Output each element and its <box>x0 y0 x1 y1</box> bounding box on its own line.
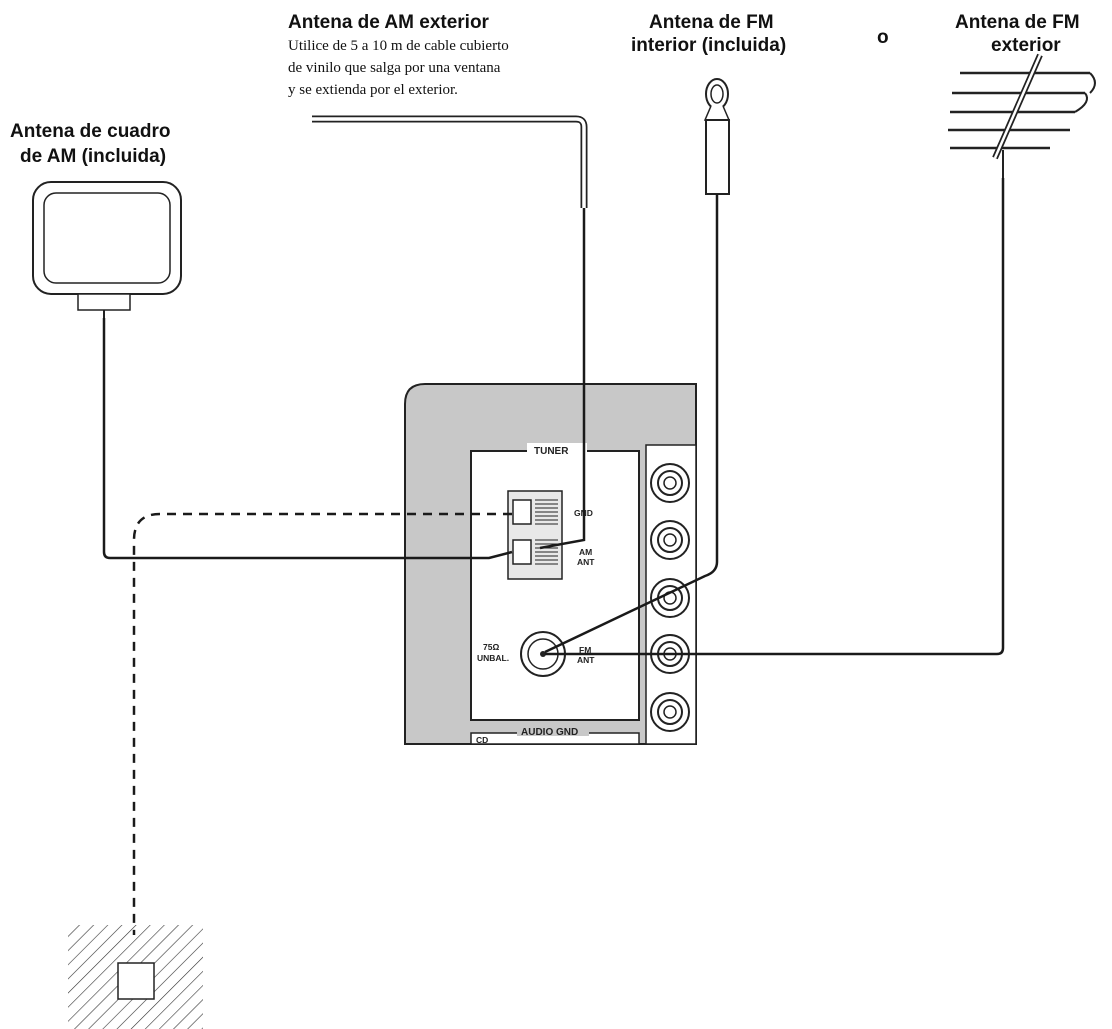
ohm-label-line1: 75Ω <box>483 642 499 652</box>
am-outdoor-antenna-title: Antena de AM exterior <box>288 12 490 33</box>
audio-gnd-heading: AUDIO GND <box>521 727 578 738</box>
am-ant-label-line1: AM <box>579 547 592 557</box>
rca-jack <box>650 692 690 732</box>
am-terminal-block <box>507 490 563 580</box>
am-outdoor-connection-wire <box>539 208 586 550</box>
am-outdoor-wire-antenna-illustration <box>312 115 588 208</box>
fm-outdoor-antenna-label-line1: Antena de FM <box>955 12 1080 33</box>
fm-indoor-connection-wire <box>544 194 719 654</box>
fm-outdoor-connection-wire <box>545 178 1005 656</box>
fm-outdoor-antenna-label-line2: exterior <box>991 35 1061 56</box>
fm-ant-label-line1: FM <box>579 645 591 655</box>
rca-jack <box>650 520 690 560</box>
am-outdoor-antenna-desc-line2: de vinilo que salga por una ventana <box>288 60 501 76</box>
tuner-section-heading: TUNER <box>534 446 569 457</box>
ohm-label-line2: UNBAL. <box>477 653 509 663</box>
am-ant-label-line2: ANT <box>577 557 595 567</box>
fm-indoor-antenna-label-line1: Antena de FM <box>649 12 774 33</box>
ground-wire-dashed <box>132 512 512 935</box>
fm-ant-label-line2: ANT <box>577 655 595 665</box>
ground-earth-illustration <box>68 925 203 1029</box>
am-loop-antenna-label-line2: de AM (incluida) <box>20 146 166 167</box>
or-conjunction: o <box>877 27 889 48</box>
am-loop-antenna-label-line1: Antena de cuadro <box>10 121 170 142</box>
am-loop-antenna-illustration <box>32 181 182 318</box>
cd-label: CD <box>476 735 488 745</box>
fm-indoor-antenna-illustration <box>703 78 731 195</box>
fm-indoor-antenna-label-line2: interior (incluida) <box>631 35 786 56</box>
am-outdoor-antenna-desc-line3: y se extienda por el exterior. <box>288 82 458 98</box>
rca-jack <box>650 463 690 503</box>
receiver-rear-panel: TUNER GND AM <box>404 383 697 745</box>
am-outdoor-antenna-desc-line1: Utilice de 5 a 10 m de cable cubierto <box>288 38 509 54</box>
fm-outdoor-antenna-illustration <box>948 53 1096 178</box>
am-loop-connection-wire <box>102 318 513 560</box>
